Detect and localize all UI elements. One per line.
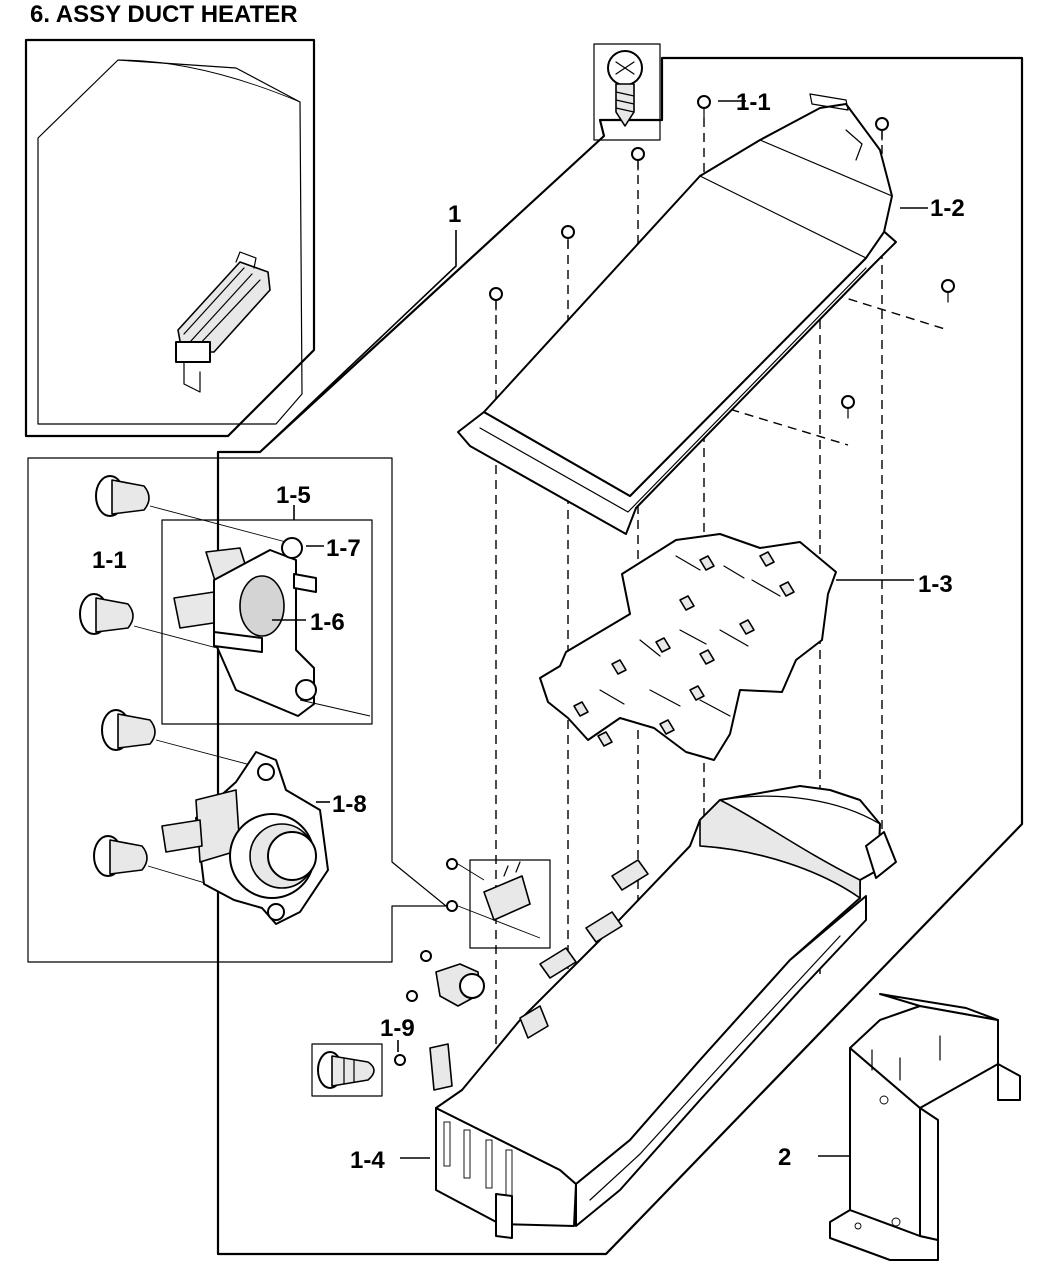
- screw-icon: [561, 225, 575, 249]
- callout-2: 2: [778, 1144, 791, 1171]
- detail-group-outline: [27, 457, 447, 963]
- part-duct-cover: [457, 93, 897, 535]
- callout-1-2: 1-2: [930, 195, 965, 222]
- callout-1-9: 1-9: [380, 1015, 415, 1042]
- screw-icon: [697, 95, 711, 119]
- terminal-clips: [573, 551, 795, 747]
- screw-icon: [489, 287, 503, 311]
- callout-1-1-top: 1-1: [736, 89, 771, 116]
- inset-duct-heater: [175, 251, 271, 393]
- screw-icon: [631, 147, 645, 171]
- part-bracket: [829, 993, 1021, 1261]
- detail-screws: [79, 475, 287, 901]
- part-duct-housing: [435, 785, 897, 1239]
- callout-leaders: [259, 100, 928, 1159]
- callout-1: 1: [448, 201, 461, 228]
- callout-1-6: 1-6: [310, 609, 345, 636]
- inset-location-view: [24, 38, 316, 438]
- screw-icon: [79, 593, 134, 635]
- part-heater-element: [539, 533, 837, 761]
- diagram-title: 6. ASSY DUCT HEATER: [30, 1, 298, 28]
- callout-1-5: 1-5: [276, 482, 311, 509]
- callout-1-3: 1-3: [918, 571, 953, 598]
- screws-top-row: [489, 95, 955, 419]
- housing-slots: [443, 1121, 513, 1199]
- screw-detail-box-lower: [311, 1043, 383, 1097]
- assembly-group-outline: [216, 56, 1024, 1256]
- callout-labels: 1 1-1 1-2 1-3 1-4 1-5 1-6 1-7 1-8 1-9 1-…: [92, 89, 965, 1174]
- callout-1-7: 1-7: [326, 535, 361, 562]
- screw-icon: [93, 835, 148, 877]
- screw-icon: [101, 709, 156, 751]
- callout-1-1-left: 1-1: [92, 547, 127, 574]
- screw-detail-box: [593, 43, 661, 141]
- high-limit-thermostat: [161, 751, 329, 925]
- housing-hardware: [394, 858, 551, 1091]
- screw-icon: [875, 117, 889, 141]
- housing-brackets: [519, 859, 649, 1039]
- screw-icon: [841, 395, 855, 419]
- callout-1-4: 1-4: [350, 1147, 385, 1174]
- screw-icon: [941, 279, 955, 303]
- thermal-fuse-subassembly: [161, 519, 373, 725]
- screw-icon: [95, 475, 150, 517]
- callout-1-8: 1-8: [332, 791, 367, 818]
